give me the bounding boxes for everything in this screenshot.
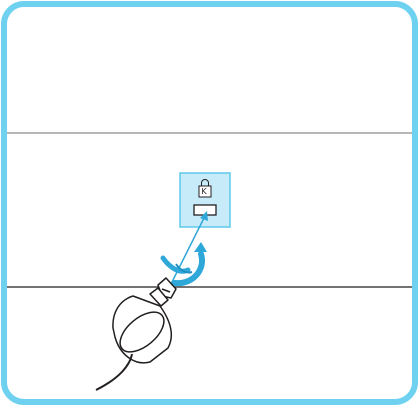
lock-port-label: K	[201, 187, 207, 196]
kensington-lock-cable-icon	[95, 277, 177, 391]
rotation-arrow-icon	[160, 242, 207, 287]
padlock-icon	[198, 179, 212, 198]
insertion-arrow-icon	[169, 211, 208, 287]
security-lock-port-icon	[179, 172, 231, 228]
